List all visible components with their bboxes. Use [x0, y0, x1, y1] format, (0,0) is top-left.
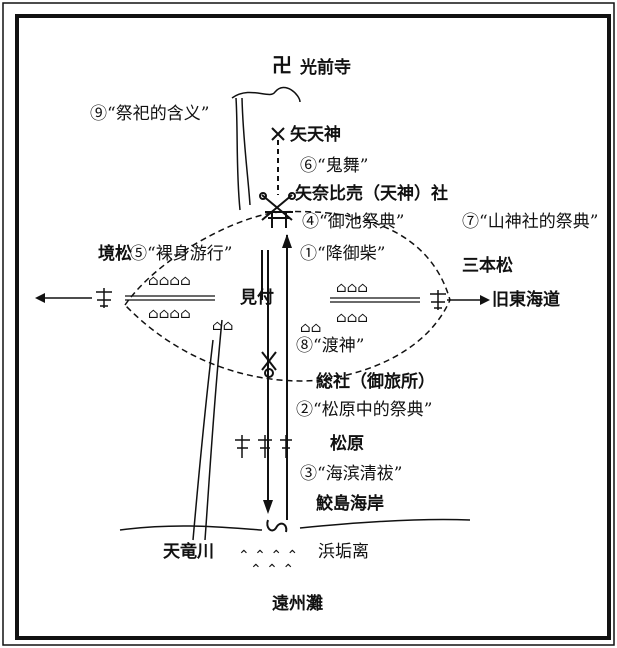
pine-tree-right — [430, 290, 446, 310]
beach-purify-label: ③“海滨清祓” — [300, 464, 403, 484]
svg-text:⌃ ⌃ ⌃ ⌃: ⌃ ⌃ ⌃ ⌃ — [238, 548, 298, 564]
tenryu-label: 天竜川 — [163, 542, 214, 562]
soja-shrine-icon — [261, 351, 277, 378]
town-road-right — [330, 297, 420, 303]
matsubara-fest-label: ②“松原中的祭典” — [296, 400, 433, 420]
beach-purify-icon — [266, 519, 288, 533]
sanbon-matsu-label: 三本松 — [462, 256, 513, 276]
svg-text:卍: 卍 — [272, 53, 292, 77]
crossed-swords-icon — [259, 192, 296, 221]
svg-text:⌂⌂: ⌂⌂ — [300, 320, 321, 336]
svg-text:⌃ ⌃ ⌃: ⌃ ⌃ ⌃ — [250, 562, 294, 578]
soja-label: 総社（御旅所） — [316, 372, 435, 392]
svg-text:⌂⌂⌂⌂: ⌂⌂⌂⌂ — [148, 273, 191, 289]
svg-text:⌂⌂⌂: ⌂⌂⌂ — [336, 310, 368, 326]
matsubara-label: 松原 — [330, 434, 364, 454]
houses-right: ⌂⌂⌂ ⌂⌂⌂ ⌂⌂ — [300, 280, 368, 336]
temple-icon: 卍 — [272, 53, 292, 77]
svg-text:⌂⌂⌂⌂: ⌂⌂⌂⌂ — [148, 306, 191, 322]
pond-festival-label: ④“御池祭典” — [302, 212, 405, 232]
matsubara-pines — [235, 435, 292, 458]
mountain-ridge — [231, 86, 301, 211]
temple-label: 光前寺 — [300, 58, 351, 78]
samejima-label: 鮫島海岸 — [316, 494, 384, 514]
oni-dance-label: ⑥“鬼舞” — [300, 156, 369, 176]
pine-tree-left — [96, 288, 112, 308]
svg-text:⌂⌂: ⌂⌂ — [212, 318, 233, 334]
mountain-shrine-label: ⑦“山神社的祭典” — [462, 212, 599, 232]
old-tokaido-label: 旧東海道 — [492, 290, 560, 310]
yakushin-label: 矢天神 — [290, 125, 341, 145]
route-up-arrowhead — [282, 234, 292, 248]
town-road-left — [125, 295, 215, 301]
sakai-matsu-label: 境松 — [98, 244, 132, 264]
inner-frame — [15, 14, 611, 640]
beach-waves: ⌃ ⌃ ⌃ ⌃ ⌃ ⌃ ⌃ — [238, 548, 298, 578]
shrine-top-icon — [271, 127, 285, 141]
coastline — [119, 518, 471, 531]
mitsuke-label: 見付 — [240, 288, 274, 308]
right-road-arrowhead — [480, 295, 490, 305]
kogoshiba-label: ①“降御柴” — [300, 244, 386, 264]
tenryu-river — [192, 319, 223, 541]
enshu-nada-label: 遠州灘 — [272, 594, 323, 614]
watari-gami-label: ⑧“渡神” — [296, 336, 365, 356]
route-down-arrowhead — [263, 500, 273, 514]
houses-left: ⌂⌂⌂⌂ ⌂⌂⌂⌂ ⌂⌂ — [148, 273, 233, 334]
naked-parade-label: ⑤“裸身游行” — [130, 244, 233, 264]
hamagori-label: 浜垢离 — [318, 542, 369, 562]
left-road-arrowhead — [35, 293, 45, 303]
meaning-label: ⑨“祭祀的含义” — [90, 104, 210, 124]
shrine-main-label: 矢奈比売（天神）社 — [295, 184, 448, 204]
svg-text:⌂⌂⌂: ⌂⌂⌂ — [336, 280, 368, 296]
